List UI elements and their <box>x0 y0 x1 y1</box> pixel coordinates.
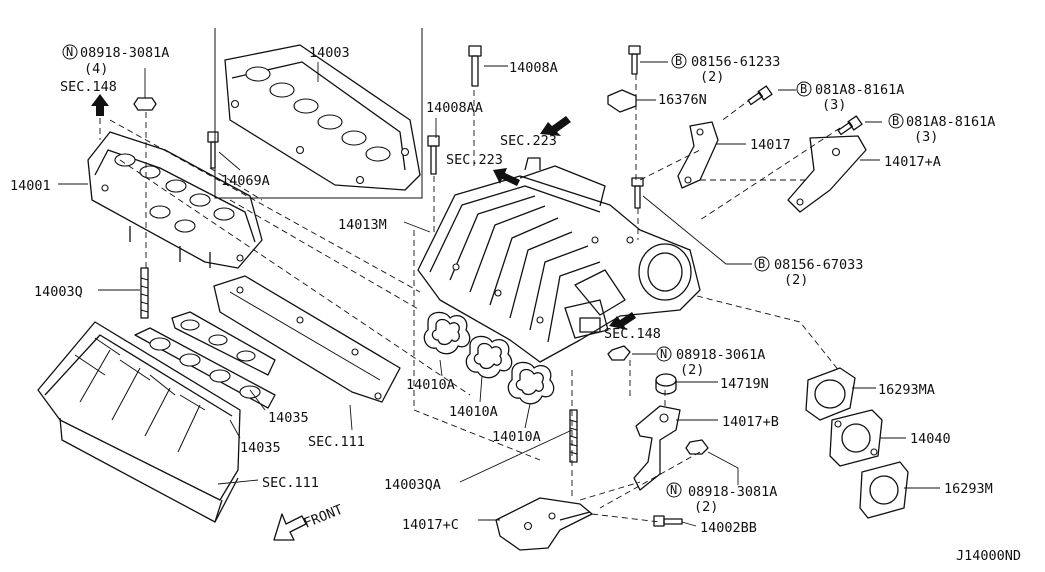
label-14040: 14040 <box>910 431 951 447</box>
code-n2: 08918-3061A <box>676 347 765 363</box>
code-b2: 081A8-8161A <box>815 82 904 98</box>
code-b4: 08156-67033 <box>774 257 863 273</box>
bracket-14017a <box>787 135 867 213</box>
label-14001: 14001 <box>10 178 51 194</box>
bolt-081a8-icons <box>747 85 863 136</box>
label-sec111-a: SEC.111 <box>308 434 365 450</box>
label-16376n: 16376N <box>658 92 707 108</box>
label-14035-b: 14035 <box>240 440 281 456</box>
arrow-up-icon <box>91 94 109 116</box>
bolt-14002bb-icon <box>653 515 683 527</box>
arrow-sec223-b-icon <box>493 168 520 186</box>
fastener-b4: B 08156-67033 (2) <box>754 256 863 288</box>
gasket-14010a-1 <box>423 311 471 355</box>
nut-icon <box>133 97 157 111</box>
label-sec223-a: SEC.223 <box>500 133 557 149</box>
label-16293ma: 16293MA <box>878 382 935 398</box>
code-b1: 08156-61233 <box>691 54 780 70</box>
qty-b4: (2) <box>784 272 808 288</box>
qty-n2: (2) <box>680 362 704 378</box>
label-14008a: 14008A <box>509 60 558 76</box>
gasket-16293ma <box>805 367 856 421</box>
label-14002bb: 14002BB <box>700 520 757 536</box>
front-label: FRONT <box>302 502 346 532</box>
code-n3: 08918-3081A <box>688 484 777 500</box>
collector-14001 <box>87 131 263 269</box>
symbol-n1: N <box>66 45 73 59</box>
nut-08918-3081a-icon <box>685 439 709 455</box>
label-14010a-2: 14010A <box>449 404 498 420</box>
label-14719n: 14719N <box>720 376 769 392</box>
label-14008aa: 14008AA <box>426 100 483 116</box>
label-14017: 14017 <box>750 137 791 153</box>
fastener-b2: B 081A8-8161A (3) <box>796 81 904 113</box>
label-sec148-mid: SEC.148 <box>604 326 661 342</box>
bracket-16376n <box>607 89 637 113</box>
label-14003q: 14003Q <box>34 284 83 300</box>
symbol-b1: B <box>675 54 682 68</box>
arrow-sec223-a-icon <box>540 116 571 136</box>
symbol-n3: N <box>670 483 677 497</box>
label-sec148-top: SEC.148 <box>60 79 117 95</box>
bolt-14008aa-icon <box>427 135 440 175</box>
qty-n3: (2) <box>694 499 718 515</box>
qty-b1: (2) <box>700 69 724 85</box>
label-14013m: 14013M <box>338 217 387 233</box>
gasket-14010a-3 <box>507 361 555 405</box>
label-sec223-b: SEC.223 <box>446 152 503 168</box>
fastener-n1: N 08918-3081A (4) <box>62 44 169 77</box>
label-14017b: 14017+B <box>722 414 779 430</box>
qty-n1: (4) <box>84 61 108 77</box>
bolt-14069a-icon <box>207 131 219 169</box>
fastener-b1: B 08156-61233 (2) <box>671 53 780 85</box>
label-sec111-b: SEC.111 <box>262 475 319 491</box>
spacer-14040 <box>829 409 883 467</box>
bracket-14017 <box>677 121 719 189</box>
diagram-id: J14000ND <box>956 548 1021 564</box>
cylinder-head <box>37 321 241 523</box>
label-14010a-1: 14010A <box>406 377 455 393</box>
head-plate <box>213 275 401 403</box>
bracket-14017c <box>495 497 593 551</box>
fastener-n3: N 08918-3081A (2) <box>666 482 777 515</box>
manifold-14003 <box>214 28 423 199</box>
label-14035-a: 14035 <box>268 410 309 426</box>
qty-b3: (3) <box>914 129 938 145</box>
gasket-14035-a <box>134 327 276 409</box>
label-14010a-3: 14010A <box>492 429 541 445</box>
bracket-14017b <box>633 405 681 491</box>
intake-manifold-14013m <box>417 157 701 363</box>
cap-14719n-icon <box>655 373 677 395</box>
symbol-n2: N <box>660 347 667 361</box>
gasket-14010a-2 <box>465 335 513 379</box>
label-16293m: 16293M <box>944 481 993 497</box>
label-14003: 14003 <box>309 45 350 61</box>
symbol-b3: B <box>892 114 899 128</box>
label-14017c: 14017+C <box>402 517 459 533</box>
label-14017a: 14017+A <box>884 154 941 170</box>
fastener-b3: B 081A8-8161A (3) <box>888 113 995 145</box>
qty-b2: (3) <box>822 97 846 113</box>
bolt-08156-67033-icon <box>631 177 644 209</box>
code-b3: 081A8-8161A <box>906 114 995 130</box>
label-14069a: 14069A <box>221 173 270 189</box>
stud-14003q <box>140 267 149 319</box>
front-arrow-icon <box>273 513 307 541</box>
gasket-16293m <box>859 461 909 519</box>
bolt-14008a-icon <box>468 45 482 87</box>
bolt-08156-61233-icon <box>628 45 641 75</box>
code-n1: 08918-3081A <box>80 45 169 61</box>
arrow-sec148-icon <box>609 312 636 330</box>
symbol-b4: B <box>758 257 765 271</box>
gasket-14035-b <box>171 311 276 376</box>
fastener-n2: N 08918-3061A (2) <box>656 346 765 378</box>
symbol-b2: B <box>800 82 807 96</box>
stud-14003qa <box>569 409 578 463</box>
nut-08918-3061a-icon <box>607 345 631 361</box>
label-14003qa: 14003QA <box>384 477 441 493</box>
